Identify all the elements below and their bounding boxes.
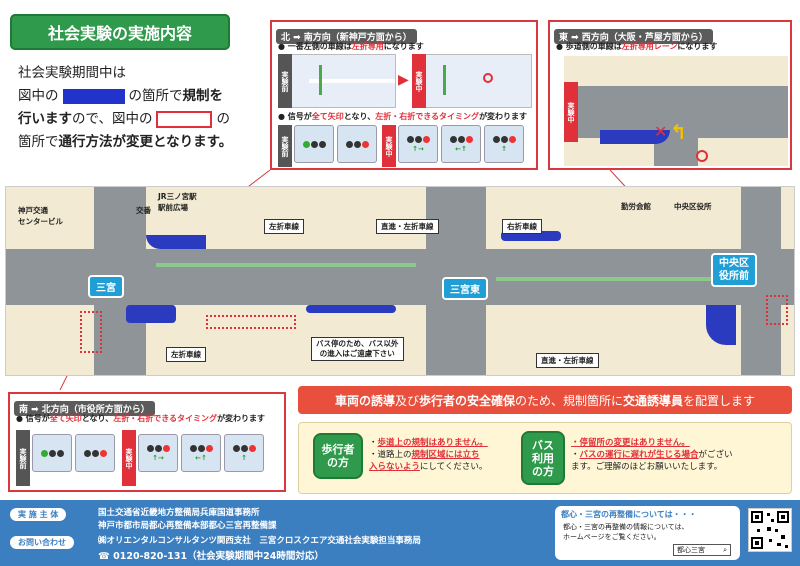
change-zone — [766, 295, 788, 325]
label-left-turn-lane-2: 左折車線 — [166, 347, 206, 362]
arrow-right-icon: ▶ — [398, 72, 409, 88]
south-bullet-1: ● 信号が全て矢印となり、左折・右折できるタイミングが変わります — [16, 414, 266, 423]
signal-icon — [75, 434, 115, 472]
median-strip-east — [496, 277, 726, 281]
pedestrian-badge: 歩行者 の方 — [313, 433, 363, 479]
east-panel-header: 東 ➡ 西方向（大阪・芦屋方面から） — [554, 29, 713, 44]
contact-phone: ☎ 0120-820-131（社会実験期間中24時間対応） — [98, 551, 324, 562]
search-box[interactable]: 都心三宮⌕ — [673, 544, 731, 556]
south-panel-header: 南 ➡ 北方向（市役所方面から） — [14, 401, 155, 416]
bus-stop-zone — [206, 315, 296, 329]
street-map: 神戸交通 センタービル JR三ノ宮駅 駅前広場 交番 勤労会館 中央区役所 三宮… — [5, 186, 795, 376]
signal-icon — [32, 434, 72, 472]
north-tag-before: 実験前 — [278, 54, 292, 108]
south-signals-during: ↑→ ←↑ ↑ — [138, 434, 264, 472]
signal-icon: ↑ — [484, 125, 524, 163]
south-signal-tag-before: 実験前 — [16, 430, 30, 486]
south-signal-tag-during: 実験中 — [122, 430, 136, 486]
intro-line-4: 箇所で通行方法が変更となります。 — [18, 134, 233, 150]
signal-icon: ↑ — [224, 434, 264, 472]
intro-line-2: 図中のの箇所で規制を — [18, 88, 223, 104]
label-straight-left-lane: 直進・左折車線 — [376, 219, 439, 234]
label-bus-stop-note: バス停のため、バス以外 の進入はご遠慮下さい — [311, 337, 404, 361]
qr-title: 都心・三宮の再整備については・・・ — [561, 510, 697, 519]
south-north-panel: 南 ➡ 北方向（市役所方面から） ● 信号が全て矢印となり、左折・右折できるタイ… — [8, 392, 286, 492]
bus-text: ・停留所の変更はありません。 ・バスの運行に遅れが生じる場合がござい ます。ご理… — [571, 438, 733, 472]
map-label-kinro: 勤労会館 — [621, 202, 651, 211]
qr-code[interactable] — [748, 508, 792, 552]
east-diagram: ↰ ✕ — [564, 56, 788, 166]
map-label-koban: 交番 — [136, 206, 151, 215]
regulation-zone — [501, 231, 561, 241]
circle-ok-icon — [696, 150, 708, 162]
north-tag-during: 実験中 — [412, 54, 426, 108]
signal-icon: ←↑ — [181, 434, 221, 472]
north-south-panel: 北 ➡ 南方向（新神戸方面から） ● 一番左側の車線は左折専用になります 実験前… — [270, 20, 538, 170]
qr-text: 都心・三宮の再整備の情報については、 ホームページをご覧ください。 — [563, 523, 689, 541]
label-right-turn-lane: 右折車線 — [502, 219, 542, 234]
regulation-zone — [306, 305, 396, 313]
org-label: 実 施 主 体 — [10, 508, 67, 521]
intro-line-3: 行いますので、図中のの — [18, 110, 230, 128]
contact-label: お問い合わせ — [10, 536, 74, 549]
north-diagram-after — [412, 54, 532, 108]
north-panel-header: 北 ➡ 南方向（新神戸方面から） — [276, 29, 417, 44]
signal-icon: ↑→ — [398, 125, 438, 163]
org-line-2: 神戸市都市局都心再整備本部都心三宮再整備課 — [98, 521, 277, 531]
pedestrian-text: ・歩道上の規制はありません。 ・道路上の規制区域には立ち 入らないようにしてくだ… — [369, 438, 488, 472]
north-signals-before — [294, 125, 377, 163]
east-west-panel: 東 ➡ 西方向（大阪・芦屋方面から） ● 歩道側の車線は左折専用レーンになります… — [548, 20, 792, 170]
north-bullet-2: ● 信号が全て矢印となり、左折・右折できるタイミングが変わります — [278, 112, 528, 121]
map-label-jr-station: JR三ノ宮駅 駅前広場 — [158, 192, 197, 212]
south-signals-before — [32, 434, 115, 472]
median-strip — [156, 263, 416, 267]
north-bullet-1: ● 一番左側の車線は左折専用になります — [278, 42, 424, 51]
page-title: 社会実験の実施内容 — [10, 14, 230, 50]
regulation-zone — [146, 235, 206, 249]
map-label-kobe-kotsu: 神戸交通 センタービル — [18, 206, 63, 226]
contact-line-1: ㈱オリエンタルコンサルタンツ関西支社 三宮クロスクエア交通社会実験担当事務局 — [98, 536, 421, 546]
regulation-zone — [126, 305, 176, 323]
cross-icon: ✕ — [654, 122, 668, 141]
change-zone — [80, 311, 102, 353]
east-bullet-1: ● 歩道側の車線は左折専用レーンになります — [556, 42, 718, 51]
org-line-1: 国土交通省近畿地方整備局兵庫国道事務所 — [98, 508, 260, 518]
north-signal-tag-before: 実験前 — [278, 125, 292, 167]
regulation-zone — [706, 305, 736, 345]
guidance-banner: 車両の誘導及び歩行者の安全確保のため、規制箇所に交通誘導員を配置します — [298, 386, 792, 414]
signal-icon — [294, 125, 334, 163]
east-tag-during: 実験中 — [564, 82, 578, 142]
qr-info-box: 都心・三宮の再整備については・・・ 都心・三宮の再整備の情報については、 ホーム… — [555, 506, 740, 560]
signal-icon: ←↑ — [441, 125, 481, 163]
label-left-turn-lane: 左折車線 — [264, 219, 304, 234]
blue-legend-swatch — [62, 88, 125, 104]
station-sannomiya-higashi: 三宮東 — [442, 277, 488, 300]
station-sannomiya: 三宮 — [88, 275, 124, 298]
label-straight-left-lane-2: 直進・左折車線 — [536, 353, 599, 368]
bus-badge: バス 利用 の方 — [521, 431, 565, 485]
intro-text: 社会実験期間中は 図中のの箇所で規制を 行いますので、図中のの 箇所で通行方法が… — [18, 62, 263, 154]
signal-icon — [337, 125, 377, 163]
intro-line-1: 社会実験期間中は — [18, 65, 126, 81]
north-signals-during: ↑→ ←↑ ↑ — [398, 125, 524, 163]
info-box: 歩行者 の方 ・歩道上の規制はありません。 ・道路上の規制区域には立ち 入らない… — [298, 422, 792, 494]
red-legend-swatch — [156, 110, 213, 128]
station-chuoku-yakusho-mae: 中央区 役所前 — [711, 253, 757, 287]
search-icon: ⌕ — [723, 545, 727, 554]
north-diagram-before — [278, 54, 396, 108]
north-signal-tag-during: 実験中 — [382, 125, 396, 167]
signal-icon: ↑→ — [138, 434, 178, 472]
map-label-chuoku: 中央区役所 — [674, 202, 712, 211]
left-turn-arrow-icon: ↰ — [670, 120, 687, 144]
